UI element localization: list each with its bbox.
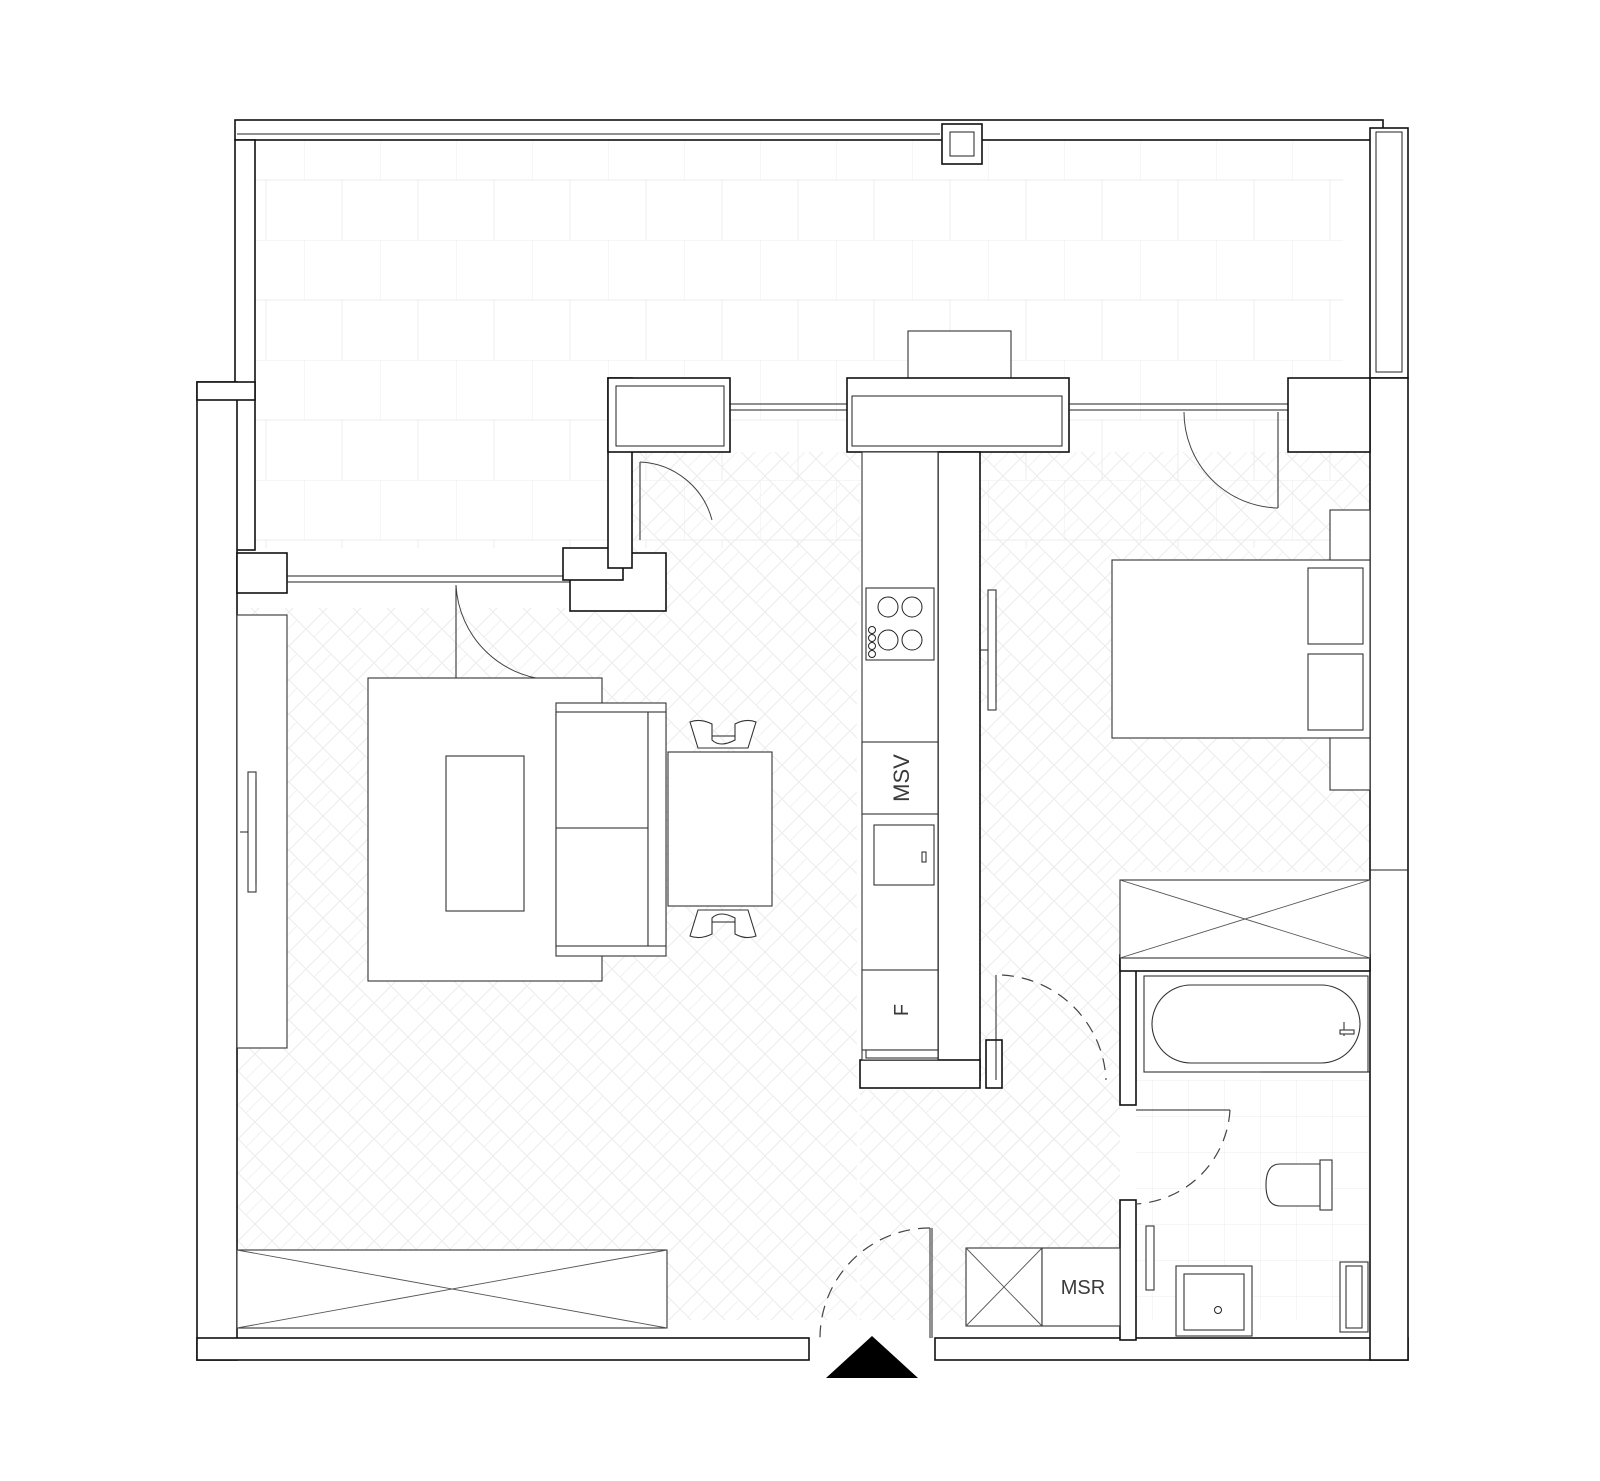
walls: [196, 377, 1409, 1361]
dryer-label: MSR: [1061, 1277, 1105, 1299]
washing-machine: [965, 1247, 1043, 1327]
wall-kitchen-top-left: [607, 377, 731, 453]
wall-bedroom-top-right: [1287, 377, 1371, 453]
bedroom: [980, 509, 1371, 959]
double-bed: [1111, 559, 1371, 739]
sofa: [555, 702, 667, 957]
door-bedroom: [995, 974, 1107, 1081]
wall-left: [196, 381, 238, 1361]
wall-bath-bottom-left: [1119, 1199, 1137, 1341]
nightstand-top: [1329, 509, 1371, 561]
towel-rail: [1339, 1261, 1369, 1333]
dishwasher-label: MSV: [889, 754, 914, 802]
dining-chair-bottom: [689, 909, 757, 939]
balcony-wall-left: [234, 139, 256, 551]
wall-kitchen-end: [859, 1059, 981, 1089]
entrance-arrow-icon: [826, 1336, 918, 1378]
shower-tray: [1175, 1265, 1253, 1337]
door-balcony-kitchen: [639, 461, 713, 540]
tv-bedroom-icon: [980, 589, 997, 711]
wall-central-pier: [846, 377, 1070, 453]
toilet-icon: [1265, 1159, 1333, 1211]
storage-cabinet-living: [236, 1249, 668, 1329]
cooktop-icon: [865, 587, 935, 661]
dishwasher: MSV: [861, 741, 939, 815]
wall-kitchen-bedroom: [937, 451, 981, 1081]
fridge-label: F: [891, 1004, 913, 1016]
kitchen-plinth: [865, 1049, 939, 1059]
bathroom-floor: [1136, 1080, 1370, 1320]
wall-bottom-left: [196, 1337, 810, 1361]
entry: MSR: [965, 1247, 1121, 1327]
wardrobe: [1119, 879, 1371, 959]
wall-right: [1369, 377, 1409, 1361]
coffee-table: [445, 755, 525, 912]
tv-living-icon: [240, 771, 257, 893]
kitchen: MSV F: [861, 451, 939, 1061]
fridge: F: [861, 969, 939, 1051]
balcony-railing-top: [234, 119, 1384, 141]
bathroom-shelf: [1145, 1225, 1155, 1291]
living-wall-cabinet: [236, 614, 288, 1049]
door-entrance: [819, 1227, 933, 1339]
balcony-bench: [907, 330, 1012, 380]
pillow-bottom: [1307, 653, 1364, 731]
dining-table: [667, 751, 773, 907]
door-balcony-bedroom: [1183, 411, 1279, 509]
wall-bath-top-left: [1119, 954, 1137, 1106]
door-bathroom: [1135, 1109, 1231, 1205]
pillow-top: [1307, 567, 1364, 645]
wall-bottom-right: [934, 1337, 1409, 1361]
sink-icon: [873, 824, 935, 886]
bathroom: [1143, 975, 1370, 1337]
kitchen-entry-floor: [630, 452, 860, 612]
wall-window-left: [236, 552, 288, 594]
bathtub: [1143, 975, 1369, 1073]
dining-chair-top: [689, 719, 757, 749]
living-room: [236, 614, 773, 1329]
nightstand-bottom: [1329, 737, 1371, 791]
balcony-column: [941, 123, 983, 165]
doors: [455, 411, 1279, 1378]
dryer: MSR: [1041, 1247, 1121, 1327]
